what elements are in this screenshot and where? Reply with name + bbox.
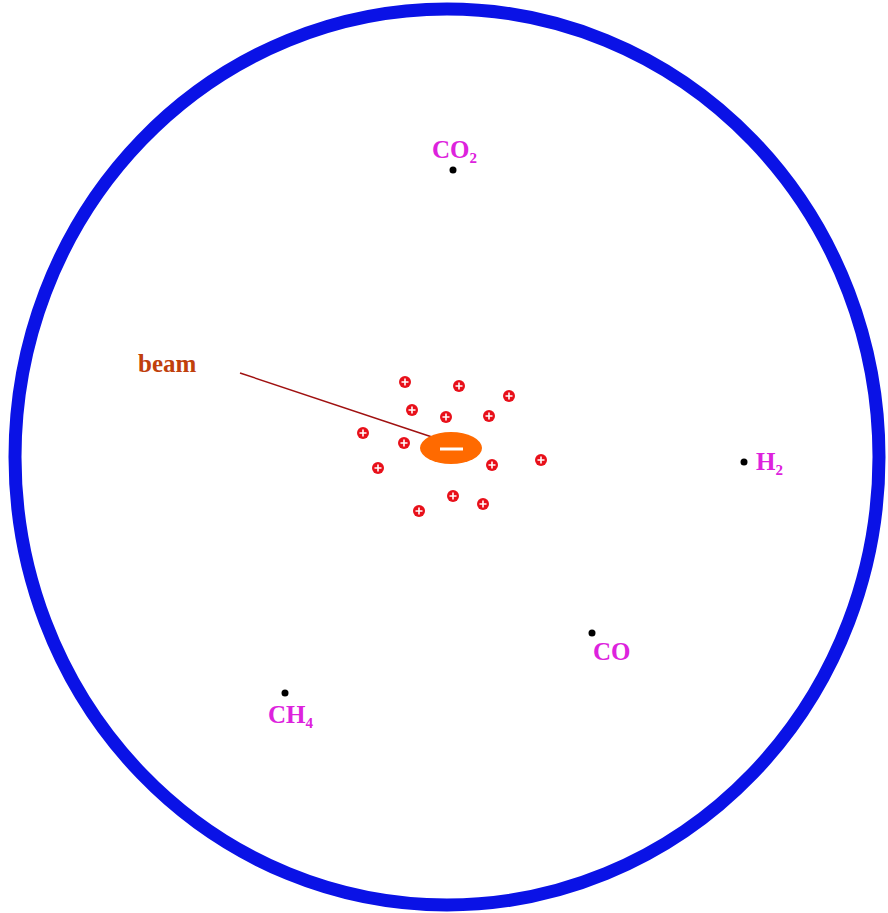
plus-sign xyxy=(538,457,545,464)
molecule-label: CO₂ xyxy=(432,136,477,164)
plus-sign xyxy=(409,407,416,414)
molecule-dot xyxy=(589,630,596,637)
molecule-dot xyxy=(282,690,289,697)
plus-sign xyxy=(401,440,408,447)
positive-ion xyxy=(413,505,425,517)
positive-ion xyxy=(483,410,495,422)
molecule-label: CO xyxy=(593,638,631,666)
positive-ion xyxy=(477,498,489,510)
beam-label: beam xyxy=(138,350,196,378)
molecule-dot xyxy=(450,167,457,174)
positive-ion xyxy=(535,454,547,466)
molecule-label: CH₄ xyxy=(268,701,313,729)
chamber-wall xyxy=(15,9,879,905)
plus-sign xyxy=(486,413,493,420)
minus-sign xyxy=(440,448,463,451)
plus-sign xyxy=(443,414,450,421)
positive-ion xyxy=(503,390,515,402)
molecule-dot xyxy=(741,459,748,466)
positive-ion xyxy=(486,459,498,471)
plus-sign xyxy=(360,430,367,437)
plus-sign xyxy=(506,393,513,400)
plus-sign xyxy=(402,379,409,386)
molecule-label: H₂ xyxy=(756,448,783,476)
leader-line xyxy=(240,373,432,437)
positive-ion xyxy=(406,404,418,416)
beam-ellipse xyxy=(420,432,482,464)
positive-ion xyxy=(453,380,465,392)
plus-sign xyxy=(489,462,496,469)
positive-ion xyxy=(372,462,384,474)
positive-ion xyxy=(440,411,452,423)
positive-ion xyxy=(447,490,459,502)
positive-ion xyxy=(398,437,410,449)
plus-sign xyxy=(375,465,382,472)
plus-sign xyxy=(480,501,487,508)
positive-ions xyxy=(357,376,547,517)
plus-sign xyxy=(416,508,423,515)
positive-ion xyxy=(399,376,411,388)
plus-sign xyxy=(456,383,463,390)
plus-sign xyxy=(450,493,457,500)
positive-ion xyxy=(357,427,369,439)
